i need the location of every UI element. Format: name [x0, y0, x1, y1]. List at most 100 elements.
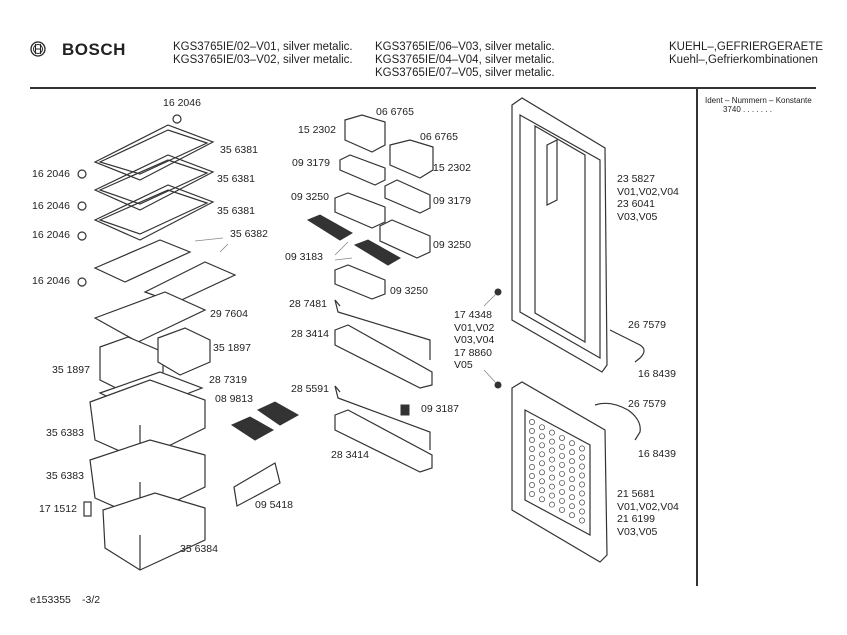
part-label: 16 2046	[32, 275, 70, 287]
model-line: KGS3765IE/04–V04, silver metalic.	[375, 54, 555, 66]
butter-2[interactable]	[384, 179, 431, 214]
label-line: 21 6199	[617, 513, 655, 525]
label-line: 17 4348	[454, 309, 492, 321]
bosch-armature-icon	[30, 41, 46, 57]
tray-1[interactable]	[334, 192, 386, 229]
bottle-shelf-2[interactable]	[334, 409, 433, 473]
freezer-door-dimple	[529, 419, 535, 425]
part-label: 28 3414	[291, 328, 329, 340]
tray-2[interactable]	[379, 219, 431, 259]
part-label: 09 3250	[291, 191, 329, 203]
freezer-door-dimple	[559, 434, 565, 441]
freezer-door-dimple	[539, 487, 545, 494]
part-label: 06 6765	[420, 131, 458, 143]
label-line: 21 5681	[617, 488, 655, 500]
freezer-door-dimple	[579, 508, 585, 515]
part-label: 35 6381	[217, 173, 255, 185]
hinge-screw	[494, 381, 502, 389]
bottle-shelf-1[interactable]	[334, 324, 433, 389]
tray-3[interactable]	[334, 264, 386, 300]
freezer-door-grid	[524, 408, 591, 537]
glass-shelf-3[interactable]	[93, 184, 215, 241]
part-label: 09 3179	[433, 195, 471, 207]
glass-shelf-2[interactable]	[93, 154, 215, 211]
label-line: 17 8860	[454, 346, 492, 359]
crisper-1[interactable]	[89, 379, 206, 461]
freezer-door-dimple	[559, 452, 565, 459]
part-label: 16 8439	[638, 368, 676, 380]
freezer-door-dimple	[559, 443, 565, 450]
freezer-door-dimple	[529, 473, 535, 479]
freezer-door-dimple	[529, 464, 535, 470]
part-label: 09 3179	[292, 157, 330, 169]
category: KUEHL–,GEFRIERGERAETE Kuehl–,Gefrierkomb…	[669, 41, 823, 67]
glass-shelf-1[interactable]	[93, 124, 215, 181]
freezer-door-dimple	[549, 492, 555, 499]
freezer-door-dimple	[529, 446, 535, 452]
freezer-door-dimple	[529, 482, 535, 488]
part-label: 09 3250	[390, 285, 428, 297]
door-lid-1[interactable]	[344, 114, 386, 153]
freezer-door-dimple	[569, 503, 575, 510]
part-label: 29 7604	[210, 308, 248, 320]
freezer-door-dimple	[549, 438, 555, 445]
freezer-door-dimple	[529, 437, 535, 443]
part-label: 26 7579	[628, 398, 666, 410]
bosch-logo	[30, 41, 46, 62]
part-label: 35 6383	[46, 470, 84, 482]
part-label: 35 1897	[213, 342, 251, 354]
handle-upper[interactable]	[609, 329, 645, 363]
label-line: V01,V02	[454, 321, 495, 334]
fridge-door[interactable]	[511, 97, 608, 373]
crisper-bottom[interactable]	[102, 492, 206, 571]
freezer-door[interactable]	[511, 381, 608, 563]
model-line: KGS3765IE/03–V02, silver metalic.	[173, 54, 353, 66]
ice-trays[interactable]	[230, 401, 300, 441]
freezer-door-dimple	[549, 429, 555, 436]
slider	[400, 404, 410, 416]
freezer-door-dimple	[569, 458, 575, 465]
footer-code: e153355	[30, 594, 71, 606]
part-label: 16 2046	[32, 229, 70, 241]
label-line: V03,V05	[617, 210, 658, 223]
part-label: 17 1512	[39, 503, 77, 515]
egg-tray-1[interactable]	[306, 214, 354, 241]
part-label: 35 6383	[46, 427, 84, 439]
part-label: 35 6381	[220, 144, 258, 156]
freezer-door-dimple	[579, 454, 585, 461]
freezer-door-dimple	[539, 442, 545, 449]
freezer-door-dimple	[559, 497, 565, 504]
model-line: KGS3765IE/02–V01, silver metalic.	[173, 41, 353, 53]
freezer-door-dimple	[559, 506, 565, 513]
ident-title: Ident – Nummern – Konstante	[705, 96, 812, 105]
model-line: KGS3765IE/07–V05, silver metalic.	[375, 67, 555, 79]
part-label: 06 6765	[376, 106, 414, 118]
fridge-door-label: 23 5827 V01,V02,V04 23 6041 V03,V05	[617, 173, 679, 223]
egg-tray-2[interactable]	[353, 239, 402, 266]
part-label: 16 2046	[32, 200, 70, 212]
ident-value: 3740 . . . . . . .	[723, 105, 772, 114]
freezer-door-dimple	[549, 474, 555, 481]
freezer-door-dimple	[539, 433, 545, 440]
footer-page: -3/2	[82, 594, 101, 606]
freezer-door-dimple	[569, 512, 575, 519]
rail-2	[334, 385, 431, 450]
label-line: V05	[454, 359, 473, 371]
cover-plate[interactable]	[93, 291, 207, 343]
model-list-1: KGS3765IE/02–V01, silver metalic. KGS376…	[173, 41, 353, 67]
freezer-door-dimple	[549, 456, 555, 463]
freezer-door-dimple	[529, 428, 535, 434]
part-label: 28 3414	[331, 449, 369, 461]
hinge-screw-label: 17 4348 V01,V02 V03,V04 17 8860 V05	[454, 309, 494, 372]
category-line: Kuehl–,Gefrierkombinationen	[669, 54, 818, 66]
freezer-door-dimple	[569, 476, 575, 483]
freezer-door-dimple	[579, 445, 585, 452]
butter-1[interactable]	[339, 154, 386, 186]
freezer-door-dimple	[569, 449, 575, 456]
handle-lower[interactable]	[594, 402, 641, 441]
part-label: 09 3187	[421, 403, 459, 415]
door-lid-2[interactable]	[389, 139, 434, 179]
side-panel-divider	[696, 88, 698, 586]
part-label: 28 7481	[289, 298, 327, 310]
label-line: 23 6041	[617, 198, 655, 210]
